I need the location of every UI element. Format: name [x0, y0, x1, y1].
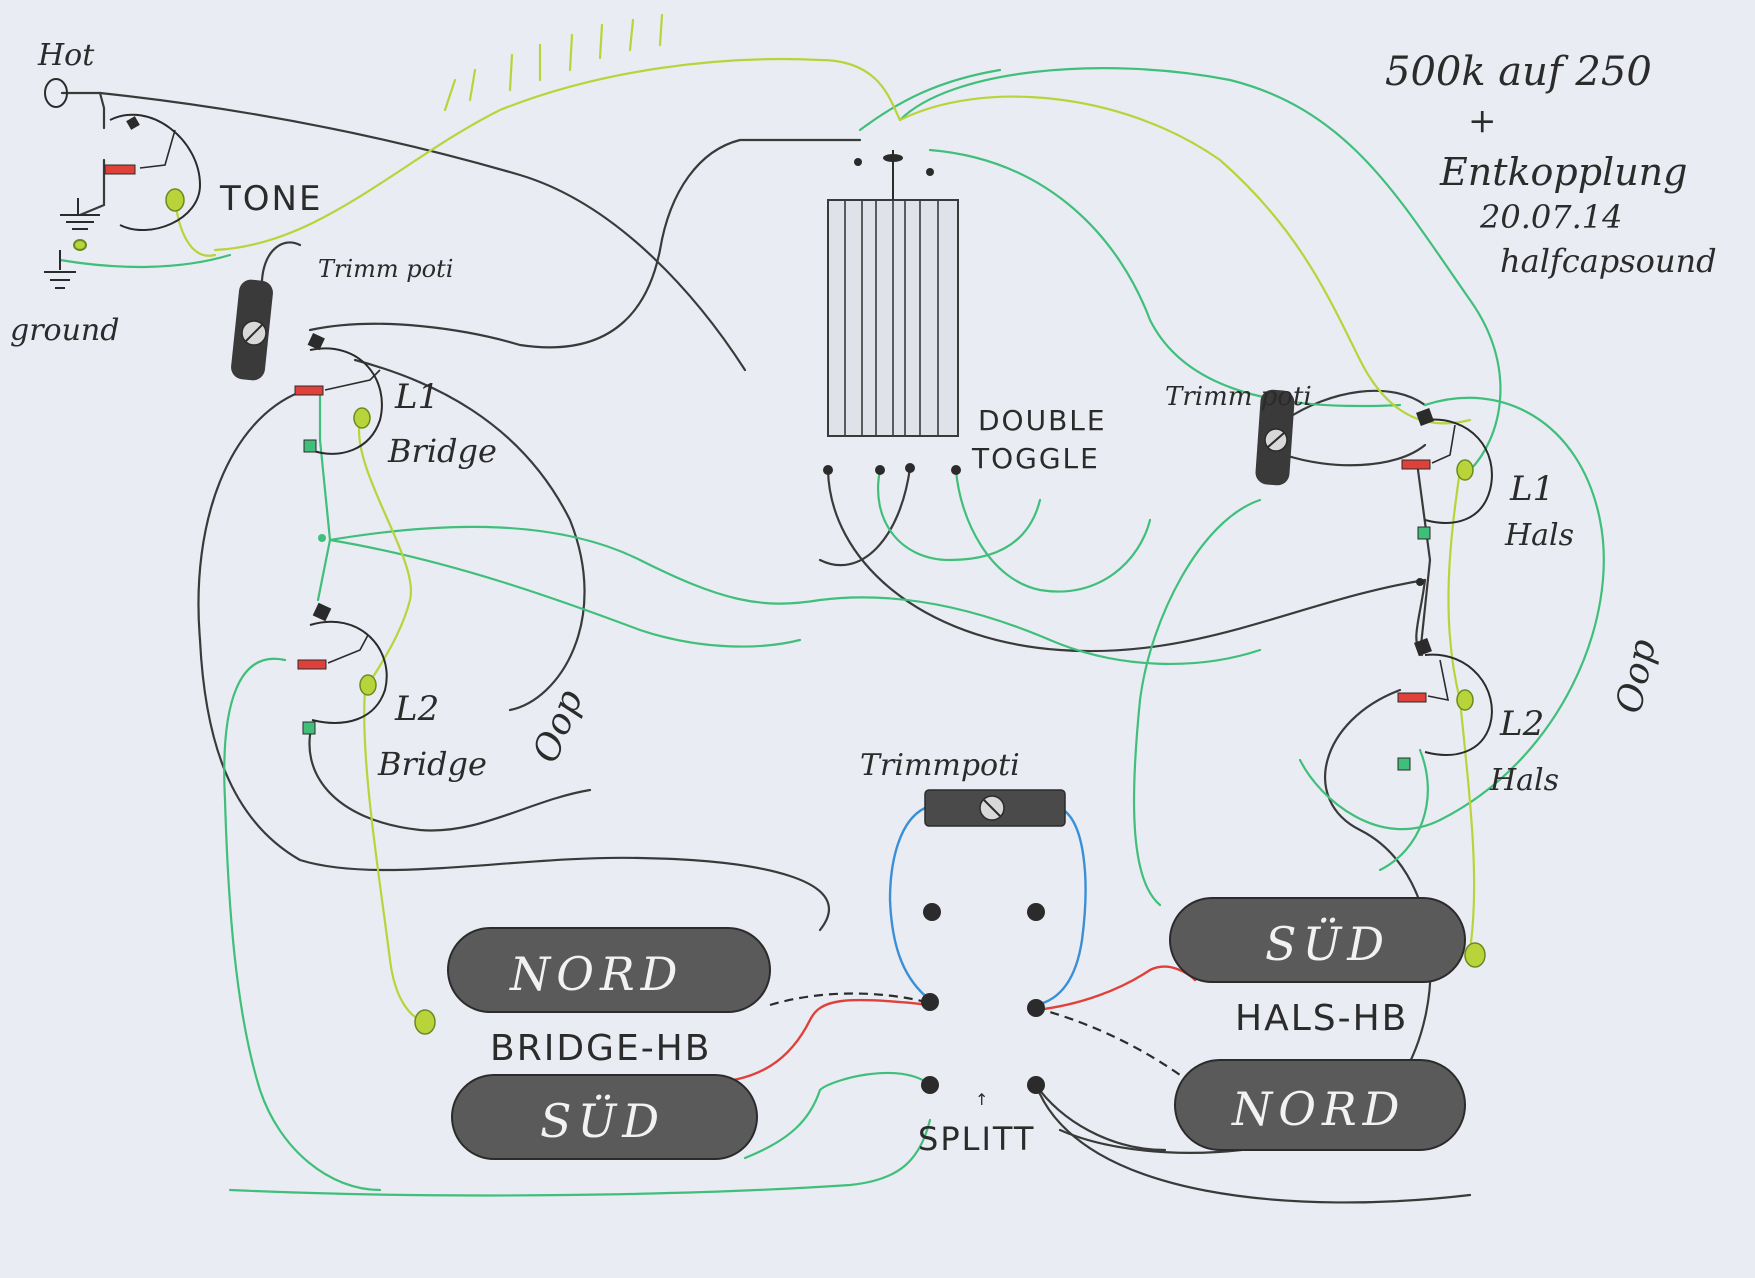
- tone-label: TONE: [219, 179, 322, 219]
- neck-pickup-top-label: SÜD: [1265, 916, 1390, 971]
- bridge-humbucker: NORD SÜD BRIDGE-HB: [447, 927, 771, 1160]
- ground-symbol: [44, 198, 100, 289]
- note-line-4: 20.07.14: [1479, 198, 1623, 236]
- ground-label: ground: [10, 313, 119, 348]
- junction-dot: [1416, 578, 1424, 586]
- junction-dot: [318, 534, 326, 542]
- double-toggle-label-1: DOUBLE: [978, 404, 1107, 437]
- bridge-pickup-top-label: NORD: [509, 947, 683, 1001]
- neck-humbucker: SÜD NORD HALS-HB: [1169, 897, 1466, 1151]
- trimm-poti-top-label: Trimm poti: [318, 255, 453, 283]
- note-line-3: Entkopplung: [1439, 150, 1687, 194]
- pot-l1-hals: L1 Hals: [1401, 408, 1574, 553]
- yellow-wires: [173, 13, 1476, 1022]
- pot-l2-hals: L2 Hals: [1397, 638, 1559, 798]
- arrow-icon: ↑: [975, 1090, 988, 1109]
- note-line-5: halfcapsound: [1500, 242, 1717, 280]
- hot-label: Hot: [37, 38, 95, 73]
- trimm-poti-right-label: Trimm poti: [1165, 382, 1312, 412]
- note-line-1: 500k auf 250: [1385, 49, 1652, 95]
- output-jack: Hot: [37, 38, 95, 108]
- trimm-poti-bottom: Trimmpoti: [860, 748, 1066, 827]
- tone-pot: TONE: [104, 113, 322, 231]
- hals-hb-label: HALS-HB: [1235, 998, 1408, 1039]
- l1-hals-label-1: L1: [1509, 469, 1554, 509]
- wire-end-ring: [414, 1009, 436, 1035]
- double-toggle-switch: DOUBLE TOGGLE: [823, 150, 1107, 475]
- l2-hals-label-2: Hals: [1489, 763, 1559, 798]
- wire-end-ring: [1464, 942, 1486, 968]
- pot-l2-bridge: L2 Bridge: [297, 602, 487, 783]
- pot-l1-bridge: L1 Bridge: [294, 333, 497, 470]
- trimm-poti-right: Trimm poti: [1165, 382, 1312, 486]
- l1-bridge-label-1: L1: [394, 377, 439, 417]
- l2-hals-label-1: L2: [1499, 704, 1544, 744]
- bridge-hb-label: BRIDGE-HB: [490, 1028, 711, 1069]
- blue-wires: [888, 806, 1087, 1007]
- splitt-label: SPLITT: [918, 1120, 1035, 1158]
- l1-hals-label-2: Hals: [1504, 518, 1574, 553]
- note-line-2: +: [1468, 101, 1497, 141]
- l2-bridge-label-2: Bridge: [377, 745, 487, 783]
- humbucker-lugs: [921, 903, 1045, 1094]
- l2-bridge-label-1: L2: [394, 689, 439, 729]
- bridge-pickup-bottom-label: SÜD: [540, 1093, 665, 1148]
- green-wires: [58, 67, 1605, 1197]
- neck-pickup-bottom-label: NORD: [1231, 1082, 1405, 1136]
- trimm-poti-top-left: Trimm poti: [231, 255, 453, 381]
- double-toggle-label-2: TOGGLE: [971, 442, 1100, 475]
- l1-bridge-label-2: Bridge: [387, 432, 497, 470]
- handwritten-note: 500k auf 250 + Entkopplung 20.07.14 half…: [1385, 49, 1717, 280]
- dashed-wires: [769, 992, 1181, 1076]
- trimm-poti-bottom-label: Trimmpoti: [860, 748, 1020, 783]
